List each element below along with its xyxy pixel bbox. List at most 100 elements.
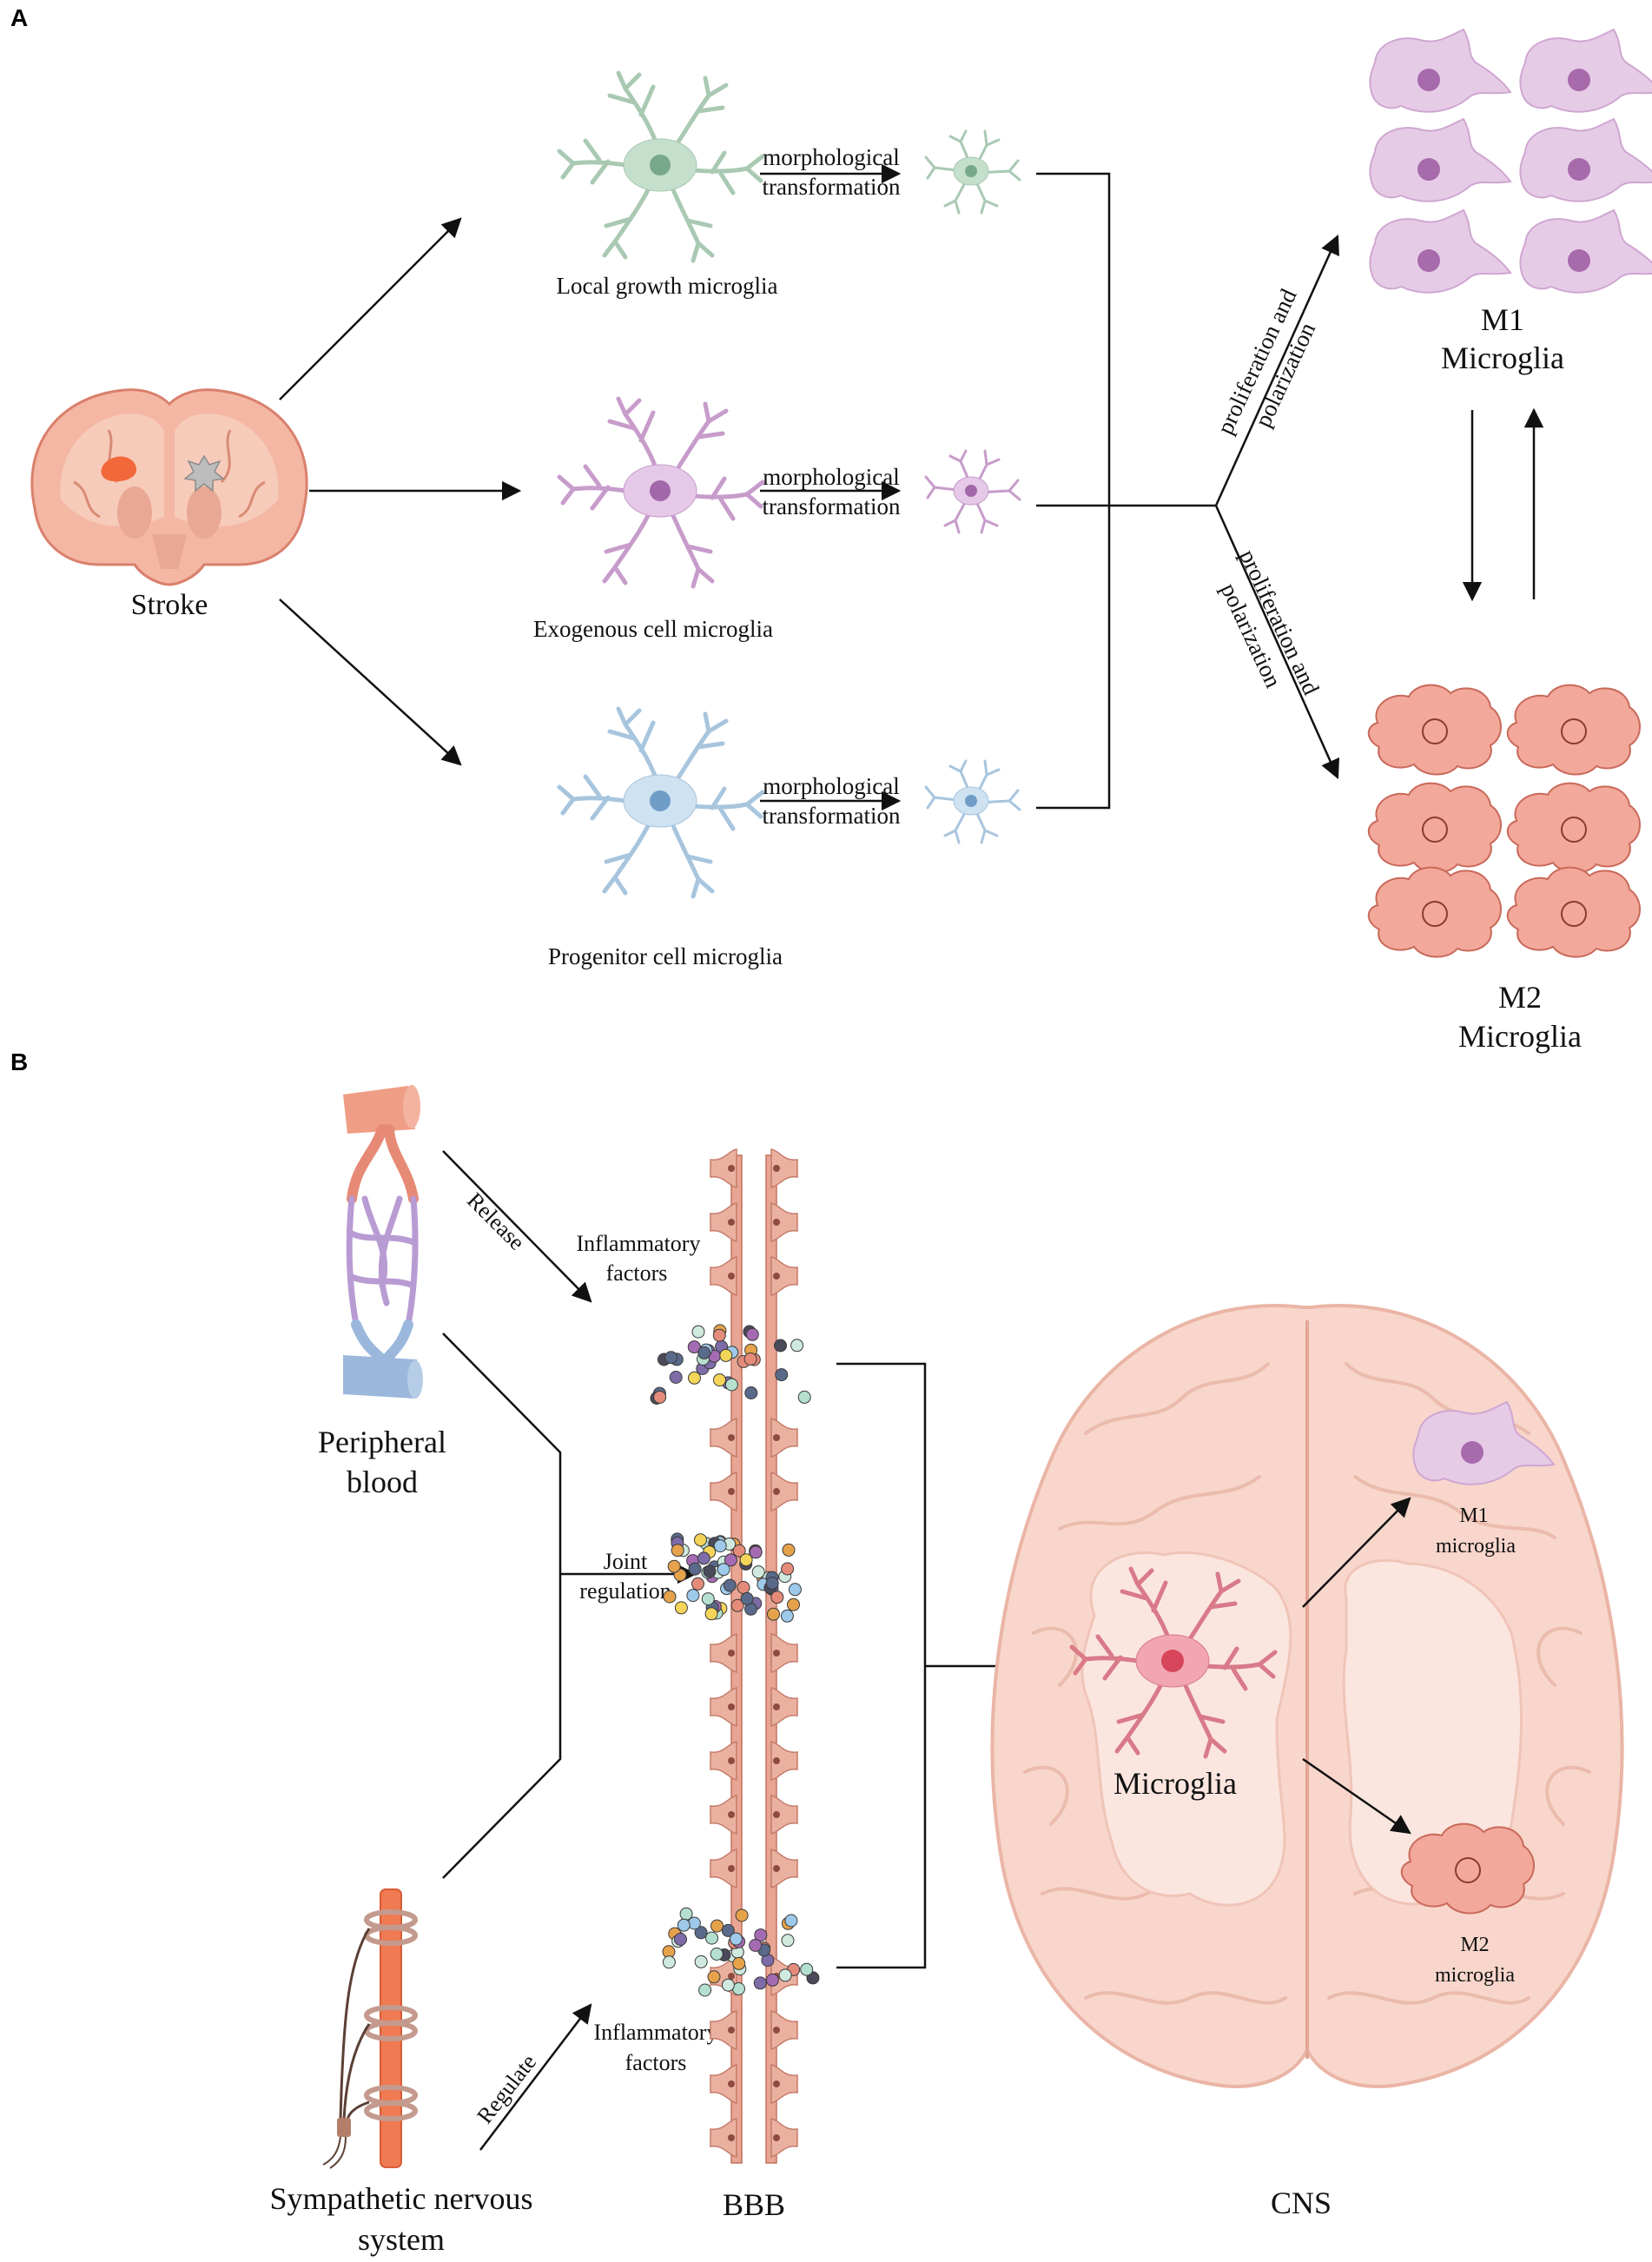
- m1-label-b-2: microglia: [1436, 1535, 1516, 1558]
- inflammatory-factor-dot: [744, 1386, 758, 1399]
- inflammatory-factor-dot: [737, 1581, 750, 1594]
- progenitor-microglia-label: Progenitor cell microglia: [548, 943, 783, 969]
- arrow-to-m2: [1214, 505, 1340, 780]
- inflammatory-factor-dot: [765, 1973, 779, 1987]
- bbb-endothelial-cell: [770, 1148, 798, 1188]
- inflammatory-factor-dot: [701, 1592, 715, 1606]
- inflammatory-factor-dot: [691, 1577, 704, 1591]
- inflammatory-factor-dot: [781, 1562, 795, 1576]
- inflammatory-factor-dot: [664, 1351, 678, 1365]
- m2-cell-grid: [1367, 684, 1641, 958]
- inflammatory-factor-dot: [784, 1914, 798, 1928]
- cns-label: CNS: [1271, 2186, 1332, 2220]
- inflammatory-factor-dot: [765, 1577, 779, 1590]
- inflammatory-factor-dot: [663, 1590, 677, 1604]
- exogenous-microglia-label: Exogenous cell microglia: [533, 616, 773, 642]
- panel-a-letter: A: [10, 4, 28, 31]
- inflammatory-factor-dot: [743, 1353, 757, 1366]
- stroke-label: Stroke: [131, 589, 208, 621]
- release-label: Release: [462, 1187, 530, 1255]
- bbb-endothelial-cell: [770, 2118, 798, 2158]
- inflammatory-factor-dot: [710, 1919, 724, 1933]
- inflam-top-label-2: factors: [606, 1260, 668, 1286]
- inflammatory-factor-dot: [698, 1983, 712, 1997]
- exogenous-microglia-cell: [559, 399, 763, 586]
- m2-label-a-2: Microglia: [1458, 1019, 1582, 1054]
- inflammatory-factor-dot: [694, 1954, 708, 1968]
- cns-brain-icon: [990, 1304, 1624, 2088]
- m1-cell-b: [1412, 1401, 1555, 1485]
- inflammatory-factor-dot: [787, 1597, 800, 1611]
- inflammatory-factor-dot: [739, 1553, 753, 1567]
- m1-label-b-1: M1: [1459, 1505, 1488, 1527]
- inflammatory-factor-dot: [724, 1553, 737, 1567]
- m2-label-a-1: M2: [1498, 980, 1542, 1015]
- inflammatory-factor-dot: [782, 1543, 796, 1557]
- bbb-endothelial-cell: [710, 1633, 737, 1673]
- bbb-endothelial-cell: [770, 1472, 798, 1511]
- bbb-endothelial-cell: [770, 1795, 798, 1835]
- inflammatory-factor-dot: [774, 1339, 787, 1353]
- bbb-endothelial-cell: [770, 1418, 798, 1458]
- m1-label-a-2: Microglia: [1441, 341, 1564, 375]
- microglia-label: Microglia: [1113, 1766, 1237, 1801]
- arrow-regulate: [479, 2003, 592, 2151]
- bbb-endothelial-cell: [770, 1633, 798, 1673]
- inflammatory-factor-dot: [721, 1978, 735, 1992]
- inflammatory-factor-dot: [669, 1371, 683, 1384]
- stroke-brain-icon: [30, 388, 308, 586]
- sns-label-1: Sympathetic nervous: [270, 2181, 533, 2216]
- inflam-bottom-label-2: factors: [625, 2050, 687, 2075]
- inflammatory-factor-dot: [713, 1373, 726, 1387]
- peripheral-label-1: Peripheral: [318, 1425, 446, 1459]
- central-microglia-cell: [1072, 1569, 1275, 1756]
- transform-label-3a: morphological: [763, 773, 899, 799]
- inflammatory-factor-dot: [788, 1583, 802, 1597]
- arrow-stroke-to-local: [279, 217, 462, 400]
- bbb-endothelial-cell: [710, 2010, 737, 2050]
- inflammatory-factor-dot: [723, 1578, 737, 1592]
- inflammatory-factor-dot: [780, 1609, 794, 1623]
- inflammatory-factor-dot: [732, 1544, 746, 1558]
- bbb-endothelial-cell: [710, 1849, 737, 1888]
- inflammatory-factor-dot: [730, 1932, 743, 1946]
- bbb-endothelial-cell: [710, 1418, 737, 1458]
- transform-label-2a: morphological: [763, 464, 899, 490]
- inflammatory-factor-dot: [674, 1933, 687, 1946]
- peripheral-blood-vessel-icon: [343, 1085, 423, 1399]
- bbb-endothelial-cell: [770, 1256, 798, 1296]
- inflammatory-factor-dot: [749, 1545, 763, 1559]
- bbb-endothelial-cell: [710, 2118, 737, 2158]
- bbb-endothelial-cell: [710, 1256, 737, 1296]
- inflammatory-factor-dot: [724, 1378, 738, 1392]
- inflammatory-factor-dot: [730, 1598, 744, 1612]
- bbb-to-cns-bracket: [836, 1362, 927, 1969]
- inflammatory-factor-dot: [775, 1368, 789, 1382]
- bbb-endothelial-cell: [710, 1687, 737, 1727]
- joint-regulation-bracket: [442, 1333, 562, 1879]
- bbb-endothelial-cell: [770, 2010, 798, 2050]
- arrow-to-m1: [1214, 234, 1339, 506]
- bbb-endothelial-cell: [710, 1472, 737, 1511]
- inflammatory-factor-dot: [697, 1346, 711, 1359]
- bbb-label: BBB: [723, 2187, 785, 2222]
- arrow-to-m1-b: [1302, 1497, 1411, 1608]
- bbb-barrier-column: [710, 1148, 798, 2164]
- transform-label-2b: transformation: [763, 493, 901, 519]
- inflammatory-factor-dot: [705, 1931, 718, 1945]
- bbb-endothelial-cell: [710, 2064, 737, 2104]
- m1-cell-grid: [1369, 29, 1652, 294]
- inflammatory-factor-dot: [694, 1926, 708, 1940]
- local-microglia-small-cell: [924, 129, 1021, 215]
- inflammatory-factor-dot: [721, 1923, 735, 1937]
- inflammatory-factor-dot: [800, 1962, 814, 1976]
- progenitor-microglia-cell: [559, 709, 763, 896]
- inflammatory-factor-dot: [677, 1918, 691, 1932]
- inflammatory-factor-dot: [703, 1564, 717, 1578]
- bbb-endothelial-cell: [770, 1202, 798, 1242]
- joint-label-2: regulation: [579, 1578, 671, 1604]
- prolif-label-lower: proliferation and polarization: [1216, 546, 1325, 699]
- local-microglia-cell: [559, 73, 763, 261]
- sympathetic-nerve-icon: [322, 1888, 418, 2169]
